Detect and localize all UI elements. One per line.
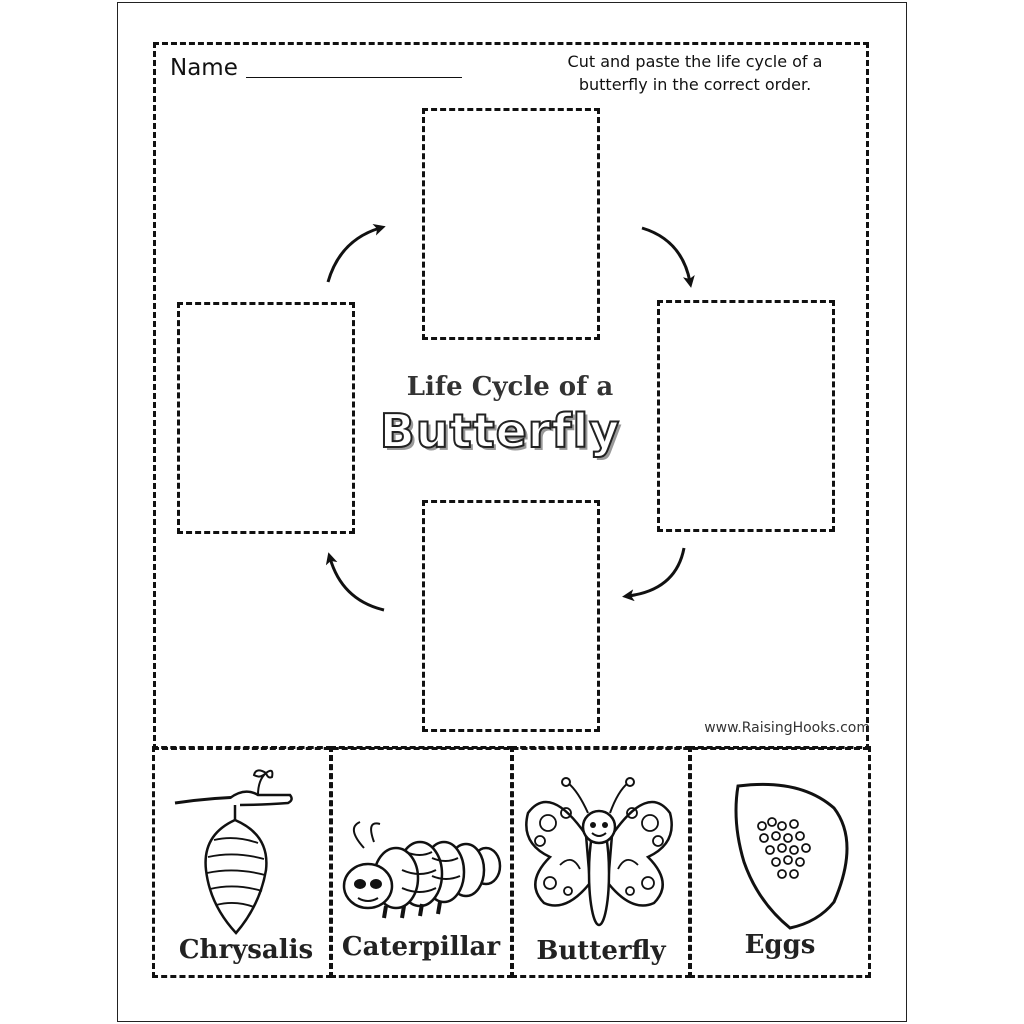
eggs-on-leaf-icon (734, 782, 849, 930)
card-label-eggs: Eggs (744, 930, 816, 960)
butterfly-icon (525, 777, 673, 927)
arrow-top-to-right (641, 226, 695, 288)
chrysalis-icon (174, 769, 293, 935)
name-field-line[interactable] (246, 77, 462, 78)
arrow-left-to-top (326, 223, 386, 283)
caterpillar-icon (342, 821, 502, 919)
title-line-1: Life Cycle of a (406, 372, 614, 402)
card-label-caterpillar: Caterpillar (341, 932, 501, 962)
card-label-chrysalis: Chrysalis (178, 935, 314, 965)
instructions: Cut and paste the life cycle of a butter… (520, 50, 870, 96)
card-eggs[interactable] (689, 746, 871, 978)
paste-box-right[interactable] (657, 300, 835, 532)
card-label-butterfly: Butterfly (536, 936, 666, 966)
title-line-2: Butterfly (379, 403, 621, 459)
name-label: Name (170, 55, 238, 81)
instructions-line-1: Cut and paste the life cycle of a (567, 52, 823, 71)
instructions-line-2: butterfly in the correct order. (578, 75, 812, 94)
arrow-right-to-bottom (622, 547, 686, 602)
website-credit: www.RaisingHooks.com (704, 720, 870, 736)
arrow-bottom-to-left (325, 552, 385, 612)
paste-box-left[interactable] (177, 302, 355, 534)
paste-box-bottom[interactable] (422, 500, 600, 732)
paste-box-top[interactable] (422, 108, 600, 340)
